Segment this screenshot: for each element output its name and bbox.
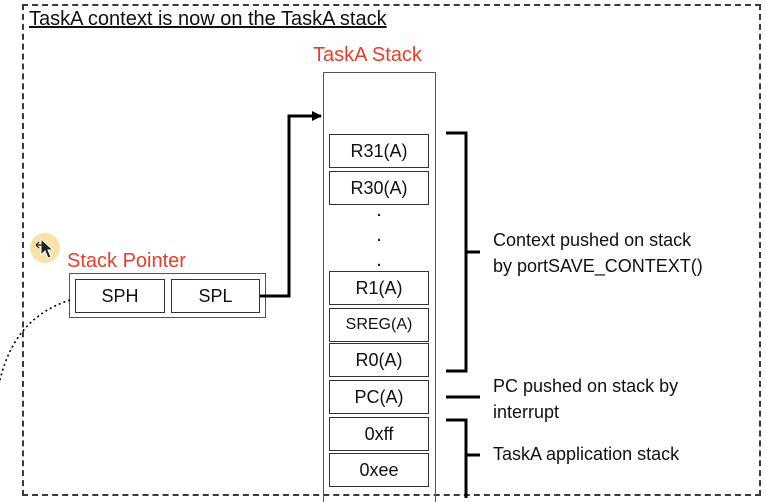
stack-ellipsis-dot: . bbox=[376, 224, 382, 246]
dashed-link bbox=[0, 299, 71, 381]
stack-cell-pc: PC(A) bbox=[329, 380, 429, 414]
taska-stack-column bbox=[323, 72, 436, 502]
pc-note-line1: PC pushed on stack by bbox=[493, 376, 679, 396]
sph-cell: SPH bbox=[75, 279, 165, 313]
stack-cell-0xee: 0xee bbox=[329, 453, 429, 487]
context-note-line1: Context pushed on stack bbox=[493, 230, 692, 250]
stack-cell-0xff: 0xff bbox=[329, 417, 429, 451]
context-note-line2: by portSAVE_CONTEXT() bbox=[493, 256, 703, 276]
stack-cell-r31: R31(A) bbox=[329, 134, 429, 168]
stack-pointer-label: Stack Pointer bbox=[67, 250, 186, 272]
stack-ellipsis-dot: . bbox=[376, 249, 382, 271]
pc-note-line2: interrupt bbox=[493, 402, 560, 422]
app-stack-note: TaskA application stack bbox=[493, 444, 680, 464]
diagram-frame bbox=[22, 4, 761, 496]
stack-cell-r1: R1(A) bbox=[329, 271, 429, 305]
stack-cell-r0: R0(A) bbox=[329, 343, 429, 377]
spl-cell: SPL bbox=[171, 279, 260, 313]
stack-ellipsis-dot: . bbox=[376, 199, 382, 221]
stack-cell-r30: R30(A) bbox=[329, 171, 429, 205]
pointer-arrow bbox=[260, 111, 322, 298]
diagram-title: TaskA context is now on the TaskA stack bbox=[29, 8, 387, 30]
stack-label: TaskA Stack bbox=[313, 44, 422, 66]
move-cursor-icon bbox=[30, 233, 60, 263]
stack-cell-sreg: SREG(A) bbox=[329, 308, 429, 342]
context-bracket bbox=[446, 131, 468, 373]
app-stack-bracket bbox=[446, 418, 468, 498]
